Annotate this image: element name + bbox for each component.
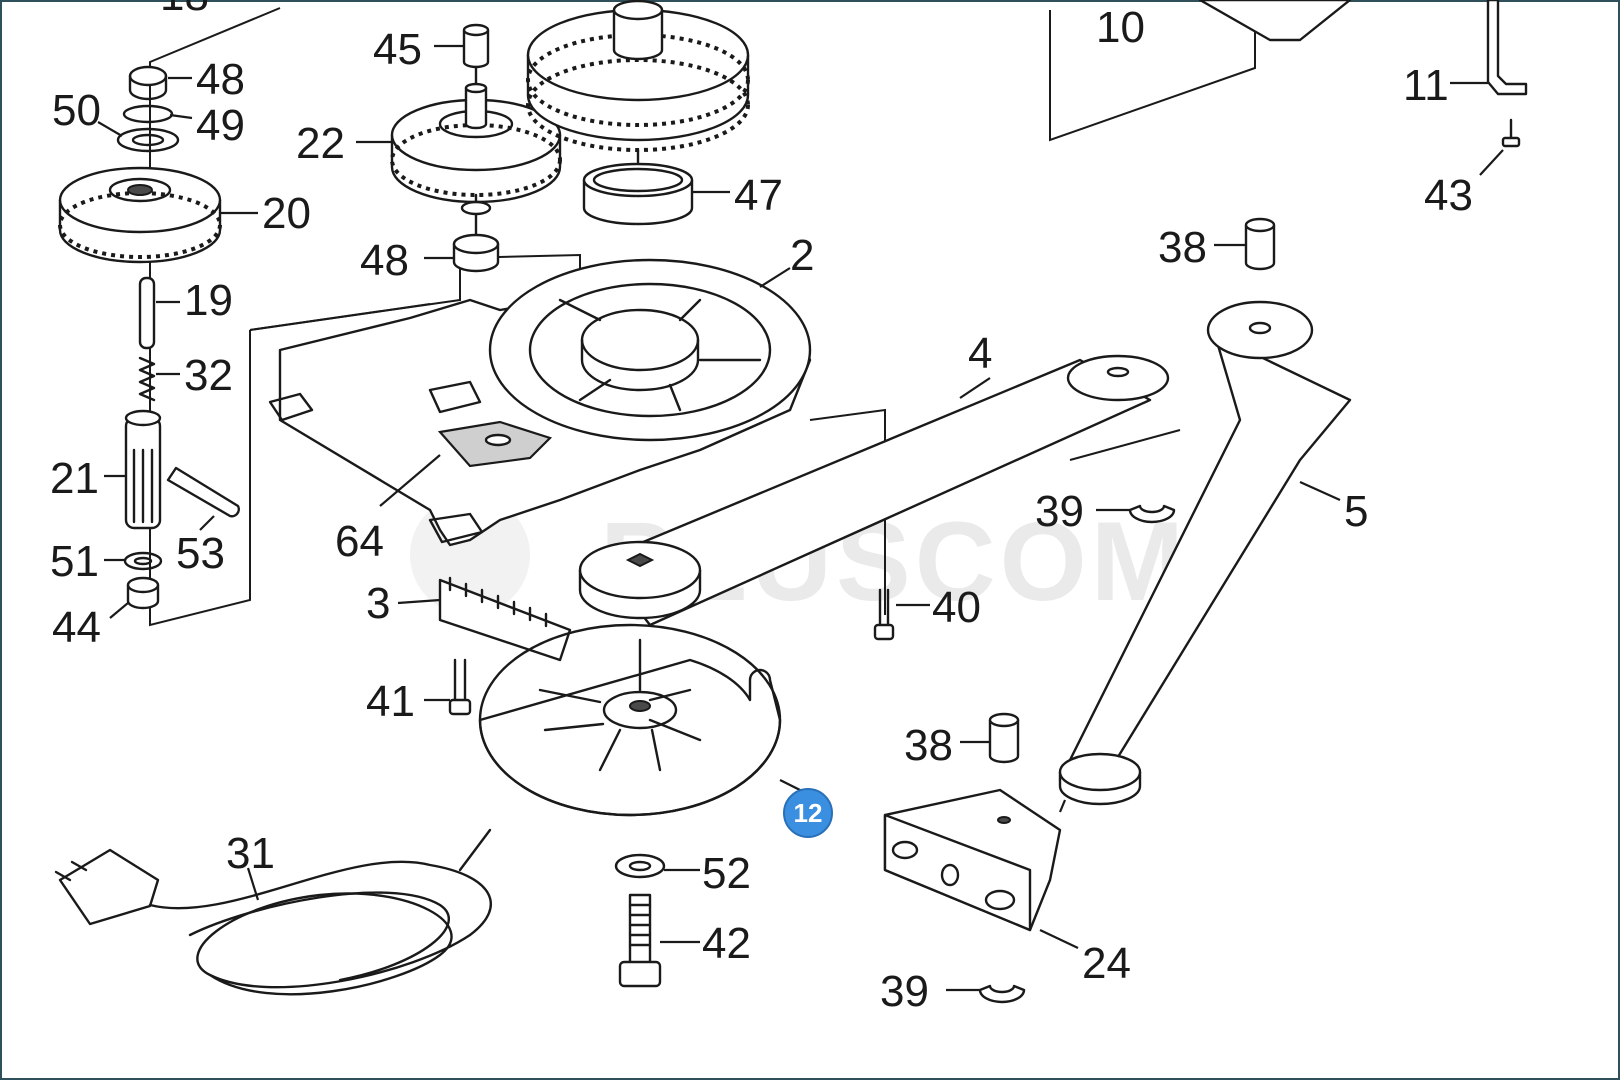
label-53: 53: [176, 529, 225, 578]
label-38-top: 38: [1158, 223, 1207, 272]
part-3-rack-segment: [397, 576, 572, 662]
part-47-ring: [582, 162, 730, 226]
badge-12-label: 12: [794, 798, 823, 828]
part-52-washer: [614, 853, 700, 879]
label-39-top: 39: [1035, 487, 1084, 536]
label-4: 4: [968, 329, 992, 378]
label-43: 43: [1424, 171, 1473, 220]
label-42: 42: [702, 919, 751, 968]
label-38-bottom: 38: [904, 721, 953, 770]
part-39-clip-bottom: [946, 984, 1026, 1004]
badge-12[interactable]: 12: [783, 788, 833, 838]
part-64-gasket: [379, 380, 553, 507]
part-20-gear: [58, 166, 258, 264]
label-48-middle: 48: [360, 236, 409, 285]
part-32-spring: [138, 356, 180, 402]
label-11: 11: [1403, 61, 1449, 110]
part-4-arm: [578, 354, 1181, 627]
callout-labels: 18 10 11 43 45 48 49 50 22 47 20 48 2 38…: [50, 0, 1473, 1016]
part-21-pinion: [104, 409, 162, 530]
part-2-base-plate: [268, 258, 812, 547]
part-5-arm: [1058, 300, 1352, 806]
label-39-bottom: 39: [880, 967, 929, 1016]
label-45: 45: [373, 25, 422, 74]
label-20: 20: [262, 189, 311, 238]
label-5: 5: [1344, 487, 1368, 536]
part-45-shaft-bushing: [434, 23, 490, 90]
part-43-screw: [1479, 118, 1521, 176]
part-50-washer: [97, 121, 180, 153]
label-52: 52: [702, 849, 751, 898]
label-44: 44: [52, 603, 101, 652]
part-44-bushing: [109, 576, 160, 619]
part-38-pin-bottom: [960, 712, 1020, 764]
part-11-bracket: [1450, 0, 1528, 96]
part-24-bracket: [883, 788, 1079, 949]
label-51: 51: [50, 537, 99, 586]
label-3: 3: [366, 579, 390, 628]
label-22: 22: [296, 119, 345, 168]
label-50: 50: [52, 86, 101, 135]
label-32: 32: [184, 351, 233, 400]
label-40: 40: [932, 583, 981, 632]
part-22-gear: [356, 82, 562, 242]
part-48-bushing-top: [128, 65, 168, 101]
part-48-bushing-middle: [424, 233, 500, 273]
part-40-bolt: [873, 588, 930, 641]
label-47: 47: [734, 171, 783, 220]
label-49: 49: [196, 101, 245, 150]
label-41: 41: [366, 677, 415, 726]
part-19-pin: [138, 276, 180, 350]
part-31-power-cord: [54, 828, 492, 996]
label-18: 18: [160, 0, 209, 20]
part-49-circlip: [122, 104, 193, 124]
label-48-top: 48: [196, 55, 245, 104]
part-10-housing: [1049, 0, 1352, 142]
label-24: 24: [1082, 939, 1131, 988]
label-19: 19: [184, 276, 233, 325]
label-31: 31: [226, 829, 275, 878]
part-main-gear-top: [526, 0, 750, 184]
part-41-bolt: [424, 658, 472, 716]
label-21: 21: [50, 454, 99, 503]
part-39-clip-top: [1096, 504, 1176, 524]
label-64: 64: [335, 517, 384, 566]
part-51-washer: [104, 551, 163, 571]
label-10: 10: [1096, 3, 1145, 52]
part-12-dish: [478, 623, 801, 817]
label-2: 2: [790, 231, 814, 280]
part-42-bolt: [618, 893, 700, 988]
part-38-pin-top: [1214, 217, 1276, 271]
part-53-key: [166, 466, 240, 531]
